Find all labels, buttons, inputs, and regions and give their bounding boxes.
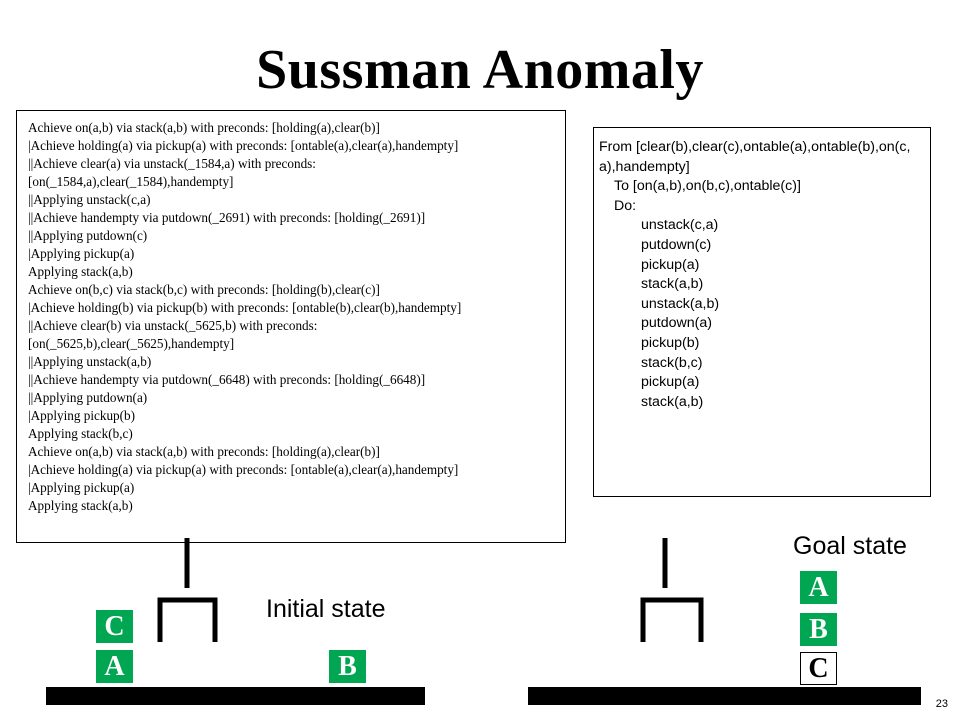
plan-step: pickup(a) — [641, 256, 700, 273]
block-a: A — [800, 571, 837, 604]
trace-line: |Applying pickup(b) — [28, 408, 136, 423]
trace-line: ||Achieve handempty via putdown(_6648) w… — [28, 372, 426, 387]
trace-line: Achieve on(a,b) via stack(a,b) with prec… — [28, 120, 380, 135]
goal-table — [528, 687, 921, 705]
trace-line: Achieve on(a,b) via stack(a,b) with prec… — [28, 444, 380, 459]
robot-gripper-icon — [157, 538, 218, 642]
trace-line: Achieve on(b,c) via stack(b,c) with prec… — [28, 282, 380, 297]
trace-line: |Achieve holding(a) via pickup(a) with p… — [28, 138, 459, 153]
plan-step: stack(b,c) — [641, 354, 703, 371]
plan-step: stack(a,b) — [641, 276, 704, 293]
trace-line: ||Achieve clear(a) via unstack(_1584,a) … — [28, 156, 316, 171]
trace-line: [on(_5625,b),clear(_5625),handempty] — [28, 336, 235, 351]
plan-do-label: Do: — [614, 197, 637, 214]
plan-step: putdown(a) — [641, 315, 712, 332]
trace-line: ||Applying putdown(a) — [28, 390, 148, 405]
trace-line: ||Applying putdown(c) — [28, 228, 148, 243]
plan-step: putdown(c) — [641, 236, 712, 253]
trace-line: Applying stack(b,c) — [28, 426, 133, 441]
plan-step: stack(a,b) — [641, 393, 704, 410]
trace-line: |Applying pickup(a) — [28, 246, 135, 261]
trace-line: |Achieve holding(b) via pickup(b) with p… — [28, 300, 462, 315]
block-c: C — [96, 610, 133, 643]
trace-line: Applying stack(a,b) — [28, 498, 133, 513]
block-c: C — [800, 652, 837, 685]
trace-line: |Achieve holding(a) via pickup(a) with p… — [28, 462, 459, 477]
initial-state-label: Initial state — [266, 595, 386, 623]
robot-gripper-icon — [640, 538, 704, 642]
initial-table — [46, 687, 425, 705]
trace-line: ||Achieve clear(b) via unstack(_5625,b) … — [28, 318, 318, 333]
trace-line: |Applying pickup(a) — [28, 480, 135, 495]
plan-step: pickup(b) — [641, 334, 700, 351]
plan-panel: From [clear(b),clear(c),ontable(a),ontab… — [593, 127, 931, 497]
plan-step: unstack(a,b) — [641, 295, 720, 312]
trace-line: ||Achieve handempty via putdown(_2691) w… — [28, 210, 426, 225]
block-a: A — [96, 650, 133, 683]
trace-line: ||Applying unstack(c,a) — [28, 192, 151, 207]
slide-title: Sussman Anomaly — [256, 39, 704, 101]
block-b: B — [329, 650, 366, 683]
plan-step: unstack(c,a) — [641, 217, 719, 234]
plan-from: From [clear(b),clear(c),ontable(a),ontab… — [599, 139, 911, 175]
trace-line: ||Applying unstack(a,b) — [28, 354, 152, 369]
trace-line: [on(_1584,a),clear(_1584),handempty] — [28, 174, 234, 189]
goal-state-label: Goal state — [793, 532, 907, 560]
page-number: 23 — [935, 698, 948, 710]
block-b: B — [800, 613, 837, 646]
plan-step: pickup(a) — [641, 374, 700, 391]
trace-panel: Achieve on(a,b) via stack(a,b) with prec… — [16, 110, 566, 543]
plan-to: To [on(a,b),on(b,c),ontable(c)] — [614, 178, 801, 195]
trace-line: Applying stack(a,b) — [28, 264, 133, 279]
